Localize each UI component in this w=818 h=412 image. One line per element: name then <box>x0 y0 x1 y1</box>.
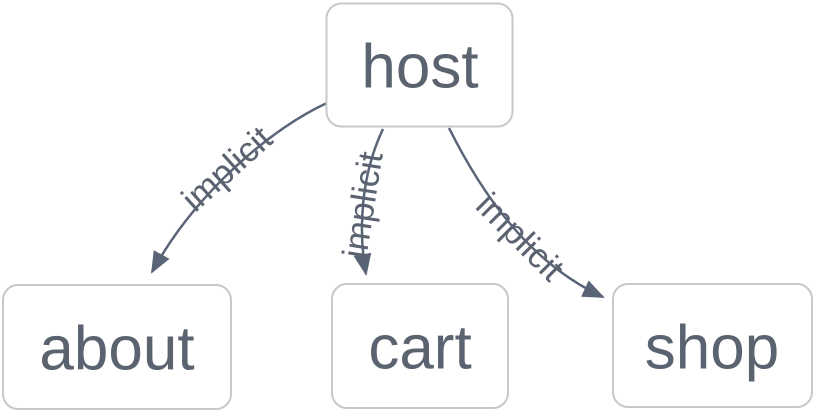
node-shop-box <box>612 283 813 408</box>
node-shop: shop <box>612 283 813 408</box>
node-shop-label: shop <box>645 314 779 383</box>
node-host-box <box>325 2 514 128</box>
edges-layer <box>150 101 605 299</box>
node-about-box <box>2 284 232 410</box>
edge-host-cart <box>353 128 385 276</box>
node-cart: cart <box>331 283 509 409</box>
edge-label-host-shop: implicit <box>468 185 571 288</box>
edge-host-shop <box>447 127 605 299</box>
edge-host-about <box>150 101 328 274</box>
edge-label-host-about: implicit <box>174 119 280 220</box>
node-cart-label: cart <box>368 314 471 383</box>
node-cart-box <box>331 283 509 409</box>
edge-labels-layer: implicit implicit implicit <box>174 119 572 289</box>
node-host: host <box>325 2 514 128</box>
node-about: about <box>2 284 232 410</box>
node-about-label: about <box>39 315 194 384</box>
node-host-label: host <box>361 33 478 102</box>
edge-label-host-cart: implicit <box>335 149 390 261</box>
